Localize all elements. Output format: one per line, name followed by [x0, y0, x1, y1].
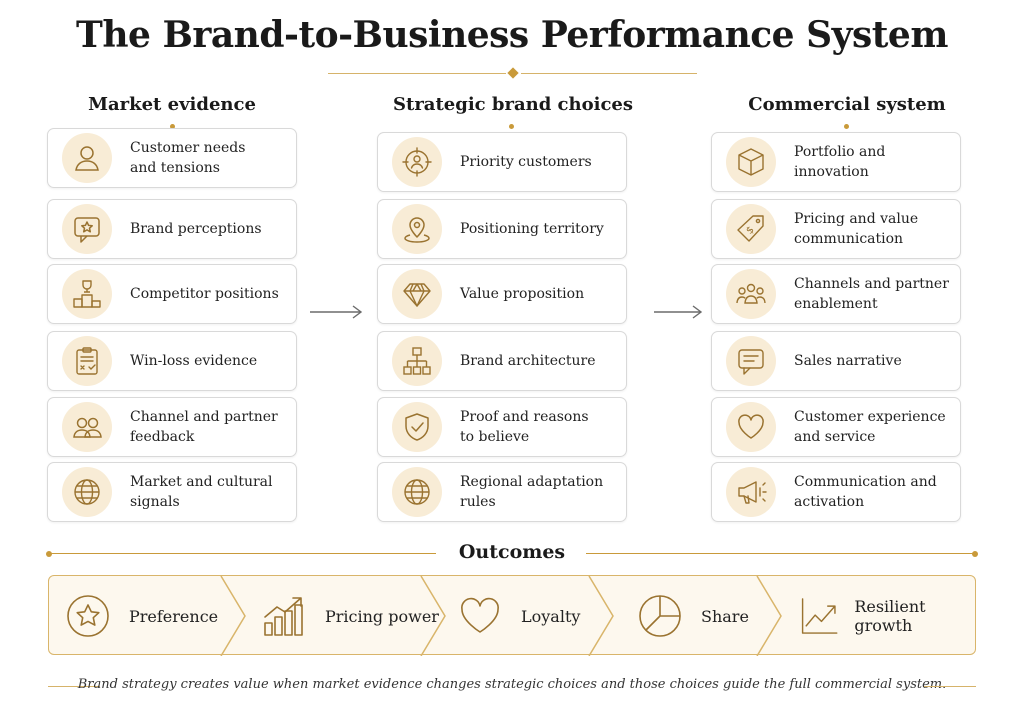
- chevron-divider: [756, 576, 782, 656]
- card-label: Market and cultural signals: [130, 474, 273, 510]
- column-dot: [509, 124, 514, 129]
- card-label: Customer needs and tensions: [130, 140, 246, 176]
- line-growth-icon: [801, 598, 838, 634]
- pie-icon: [639, 595, 681, 637]
- page-title: The Brand-to-Business Performance System: [76, 14, 948, 56]
- card-channels-partner-enablement: Channels and partner enablement: [711, 264, 961, 324]
- card-pricing-value-communication: $ Pricing and value communication: [711, 199, 961, 259]
- card-label: Communication and activation: [794, 474, 937, 510]
- column-heading-market-evidence: Market evidence: [88, 94, 256, 115]
- footer-note: Brand strategy creates value when market…: [77, 677, 947, 692]
- card-market-cultural-signals: Market and cultural signals: [47, 462, 297, 522]
- card-win-loss-evidence: Win-loss evidence: [47, 331, 297, 391]
- card-communication-activation: Communication and activation: [711, 462, 961, 522]
- card-customer-experience-service: Customer experience and service: [711, 397, 961, 457]
- people-icon: [62, 402, 112, 452]
- star-circle-icon: [67, 595, 109, 637]
- card-label: Win-loss evidence: [130, 353, 258, 369]
- card-customer-needs: Customer needs and tensions: [47, 128, 297, 188]
- card-label: Sales narrative: [794, 353, 902, 369]
- card-value-proposition: Value proposition: [377, 264, 627, 324]
- outcomes-rule-dot-left: [46, 551, 52, 557]
- hierarchy-icon: [392, 336, 442, 386]
- outcome-label: Preference: [129, 606, 219, 626]
- column-heading-commercial-system: Commercial system: [748, 94, 946, 115]
- footer-rule-left: [48, 686, 100, 687]
- outcome-pricing-power: Pricing power: [261, 576, 439, 656]
- footer-rule-right: [924, 686, 976, 687]
- card-label: Customer experience and service: [794, 409, 946, 445]
- outcomes-rule-right: [586, 553, 974, 554]
- title-diamond: [507, 67, 519, 79]
- column-dot: [844, 124, 849, 129]
- card-label: Positioning territory: [460, 221, 604, 237]
- card-sales-narrative: Sales narrative: [711, 331, 961, 391]
- card-label: Regional adaptation rules: [460, 474, 604, 510]
- card-label: Competitor positions: [130, 286, 279, 302]
- card-label: Brand perceptions: [130, 221, 262, 237]
- flow-arrow-right-1: [310, 305, 363, 319]
- clipboard-icon: [62, 336, 112, 386]
- map-pin-icon: [392, 204, 442, 254]
- card-label: Channel and partner feedback: [130, 409, 278, 445]
- speech-star-icon: [62, 204, 112, 254]
- outcomes-rule-dot-right: [972, 551, 978, 557]
- card-label: Portfolio and innovation: [794, 144, 886, 180]
- outcome-loyalty: Loyalty: [457, 576, 580, 656]
- outcome-label: Resilient growth: [854, 597, 926, 635]
- outcomes-bar: Preference Pricing power Loyalty Share R…: [48, 575, 976, 656]
- title-rule-right: [521, 73, 697, 74]
- heart-icon: [726, 402, 776, 452]
- target-person-icon: [392, 137, 442, 187]
- card-label: Value proposition: [460, 286, 585, 302]
- chat-icon: [726, 336, 776, 386]
- bar-growth-icon: [264, 597, 303, 636]
- outcome-preference: Preference: [65, 576, 218, 656]
- card-channel-partner-feedback: Channel and partner feedback: [47, 397, 297, 457]
- person-icon: [62, 133, 112, 183]
- chevron-divider: [420, 576, 446, 656]
- card-label: Pricing and value communication: [794, 211, 919, 247]
- outcome-label: Share: [701, 606, 749, 626]
- card-label: Proof and reasons to believe: [460, 409, 589, 445]
- column-heading-strategic-brand-choices: Strategic brand choices: [393, 94, 633, 115]
- shield-check-icon: [392, 402, 442, 452]
- podium-trophy-icon: [62, 269, 112, 319]
- group-icon: [726, 269, 776, 319]
- heart-icon: [461, 597, 499, 633]
- column-dot: [170, 124, 175, 129]
- globe-icon: [62, 467, 112, 517]
- outcome-label: Loyalty: [521, 606, 581, 626]
- flow-arrow-right-2: [654, 305, 703, 319]
- card-label: Priority customers: [460, 154, 592, 170]
- megaphone-icon: [726, 467, 776, 517]
- card-portfolio-innovation: Portfolio and innovation: [711, 132, 961, 192]
- outcome-resilient-growth: Resilient growth: [799, 576, 975, 656]
- card-label: Brand architecture: [460, 353, 596, 369]
- card-competitor-positions: Competitor positions: [47, 264, 297, 324]
- outcome-share: Share: [637, 576, 749, 656]
- diamond-icon: [392, 269, 442, 319]
- card-priority-customers: Priority customers: [377, 132, 627, 192]
- card-brand-architecture: Brand architecture: [377, 331, 627, 391]
- outcomes-title: Outcomes: [458, 541, 566, 563]
- card-proof-reasons-to-believe: Proof and reasons to believe: [377, 397, 627, 457]
- title-rule-left: [328, 73, 506, 74]
- card-label: Channels and partner enablement: [794, 276, 949, 312]
- chevron-divider: [588, 576, 614, 656]
- card-positioning-territory: Positioning territory: [377, 199, 627, 259]
- globe-icon: [392, 467, 442, 517]
- outcomes-rule-left: [50, 553, 436, 554]
- chevron-divider: [220, 576, 246, 656]
- cube-icon: [726, 137, 776, 187]
- card-regional-adaptation-rules: Regional adaptation rules: [377, 462, 627, 522]
- price-tag-icon: $: [726, 204, 776, 254]
- outcome-label: Pricing power: [325, 606, 439, 626]
- card-brand-perceptions: Brand perceptions: [47, 199, 297, 259]
